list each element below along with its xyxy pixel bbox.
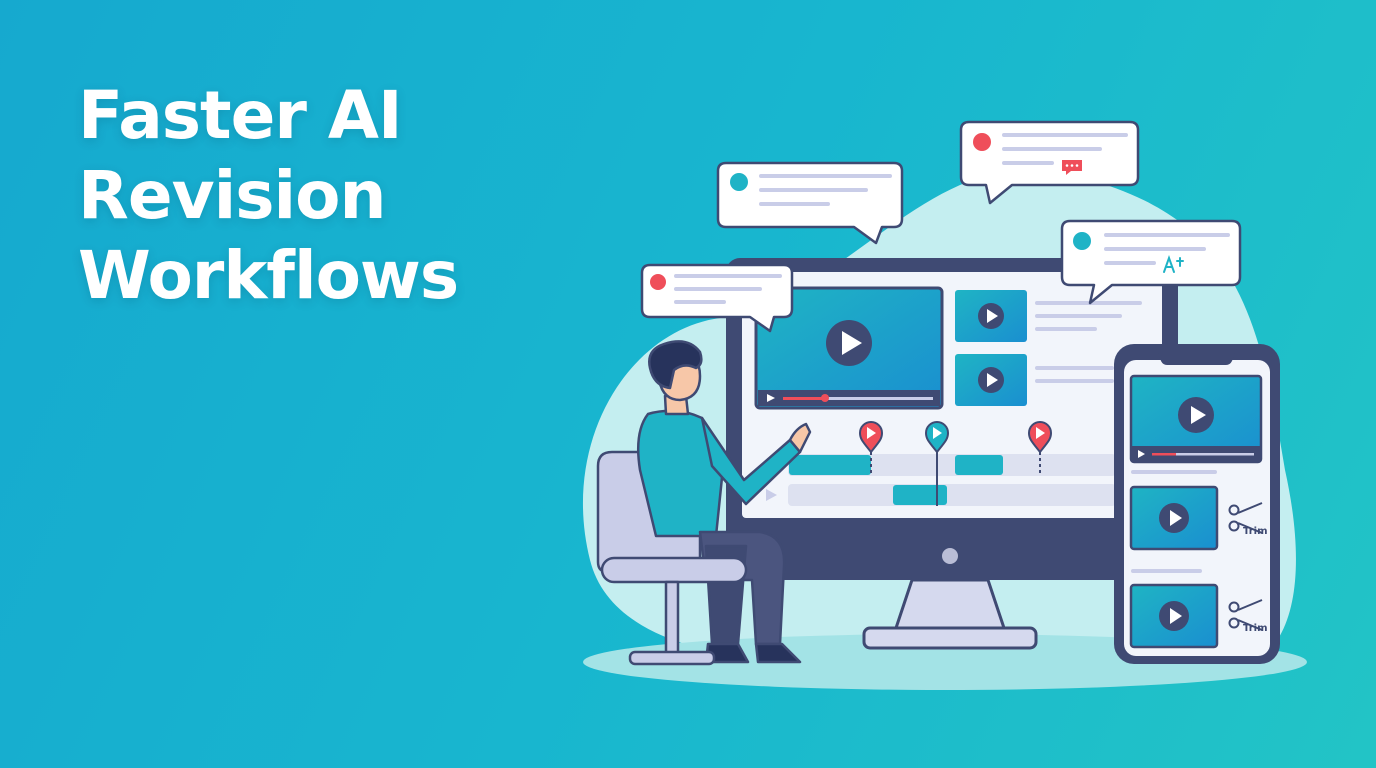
text-edit-icon <box>1163 255 1184 273</box>
play-icon[interactable] <box>1138 450 1145 458</box>
chat-bubble-icon[interactable] <box>1060 219 1242 305</box>
play-icon[interactable] <box>766 489 777 501</box>
headline-line-1: Faster AI <box>78 77 403 154</box>
chair <box>600 556 748 584</box>
video-thumbnail[interactable] <box>955 354 1027 406</box>
progress-track[interactable] <box>783 397 933 400</box>
mobile-video-player[interactable] <box>1129 374 1263 464</box>
avatar <box>1073 232 1091 250</box>
text-lines <box>1131 470 1217 573</box>
map-pin-icon[interactable] <box>858 421 884 454</box>
map-pin-icon[interactable] <box>1027 421 1053 454</box>
scissors-icon <box>1228 502 1263 534</box>
person-at-desk <box>596 340 812 666</box>
avatar <box>973 133 991 151</box>
timeline[interactable] <box>766 446 1116 506</box>
mobile-clip[interactable] <box>1129 485 1219 551</box>
timeline-clip[interactable] <box>789 455 871 475</box>
play-icon[interactable] <box>767 394 775 402</box>
chat-bubble-icon[interactable] <box>959 120 1140 205</box>
video-thumbnail[interactable] <box>955 290 1027 342</box>
progress-track[interactable] <box>1152 453 1254 456</box>
trim-button[interactable]: Trim <box>1228 502 1268 537</box>
headline: Faster AI Revision Workflows <box>78 76 459 316</box>
timeline-track[interactable] <box>788 484 1116 506</box>
mobile-clip[interactable] <box>1129 583 1219 649</box>
scissors-icon <box>1228 599 1263 631</box>
chat-bubble-icon[interactable] <box>640 263 794 333</box>
map-pin-icon[interactable] <box>924 421 950 454</box>
timeline-clip[interactable] <box>955 455 1003 475</box>
monitor-stand <box>894 578 1006 630</box>
monitor-camera <box>940 546 960 566</box>
comment-icon <box>1062 160 1082 175</box>
text-lines <box>1035 301 1142 383</box>
progress-fill <box>1152 453 1176 456</box>
trim-label: Trim <box>1243 526 1268 537</box>
chat-bubble-icon[interactable] <box>716 161 904 245</box>
trim-button[interactable]: Trim <box>1228 599 1268 634</box>
timeline-clip[interactable] <box>893 485 947 505</box>
monitor-base <box>862 626 1038 650</box>
progress-fill <box>783 397 825 400</box>
avatar <box>650 274 666 290</box>
avatar <box>730 173 748 191</box>
main-video-player[interactable] <box>754 286 944 410</box>
trim-label: Trim <box>1243 623 1268 634</box>
headline-line-3: Workflows <box>78 237 459 314</box>
progress-handle[interactable] <box>821 394 829 402</box>
headline-line-2: Revision <box>78 157 386 234</box>
